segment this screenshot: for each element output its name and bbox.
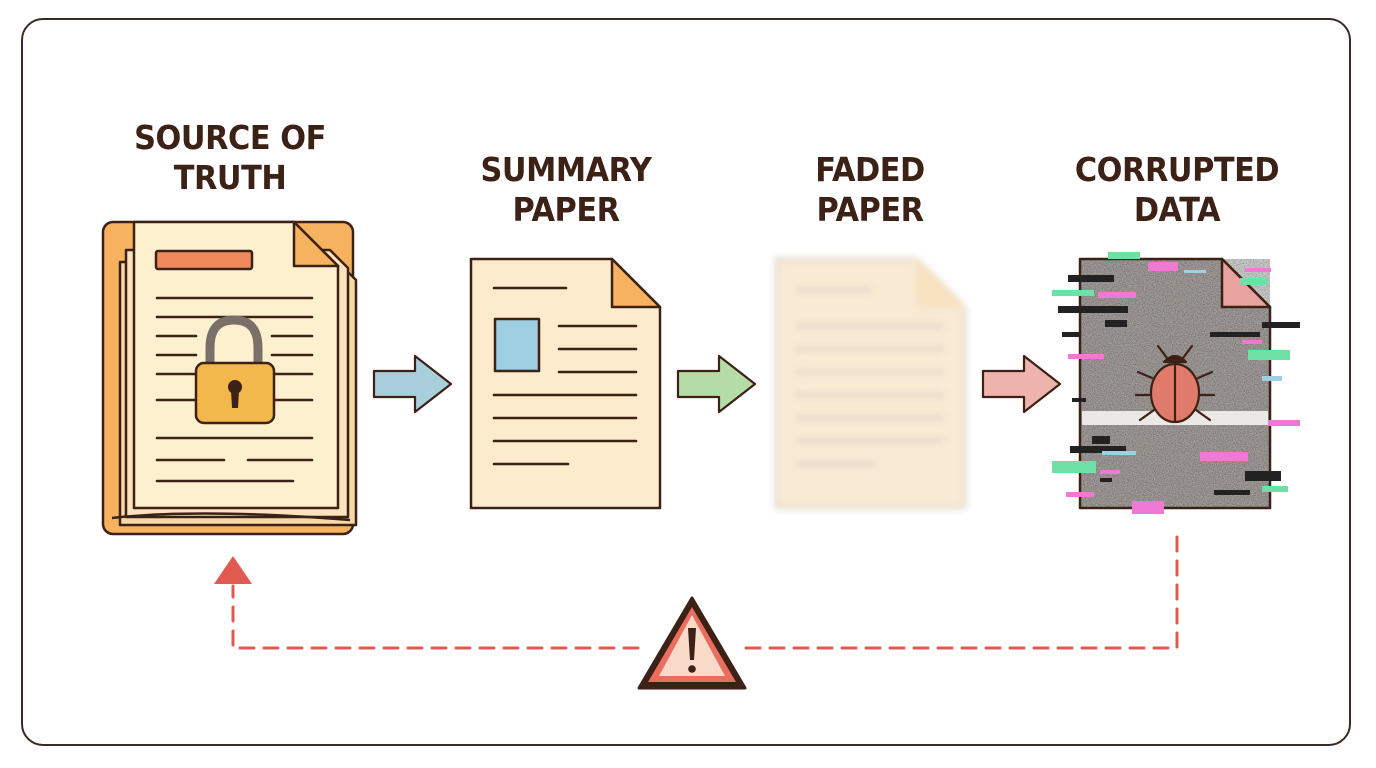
stage-title-corrupted: CORRUPTED DATA [1056,150,1297,230]
stage-title-line: DATA [1133,190,1221,229]
summary-document-icon [469,257,662,510]
summary-text-lines [492,286,638,466]
feedback-arrowhead-icon [214,556,252,584]
faded-document-icon [774,257,967,510]
stage-title-line: SOURCE OF [134,118,326,157]
stage-title-line: SUMMARY [480,150,652,189]
stage-title-line: TRUTH [173,158,287,197]
padlock-icon [194,315,276,425]
corrupted-document-bug-icon [1052,252,1300,514]
arrow-right-icon [372,354,453,414]
stage-title-line: PAPER [512,190,620,229]
stage-title-line: PAPER [816,190,924,229]
stage-title-source: SOURCE OF TRUTH [120,118,341,198]
glitch-bars [1052,252,1300,514]
arrow-right-icon [676,354,757,414]
stage-title-faded: FADED PAPER [760,150,981,230]
stage-title-summary: SUMMARY PAPER [456,150,677,230]
stage-title-line: FADED [815,150,925,189]
arrow-right-icon [981,354,1062,414]
stage-title-line: CORRUPTED [1074,150,1280,189]
source-text-lines [155,296,314,483]
bug-icon [1134,344,1216,424]
warning-triangle-icon [637,596,747,690]
feedback-loop [231,535,1179,650]
